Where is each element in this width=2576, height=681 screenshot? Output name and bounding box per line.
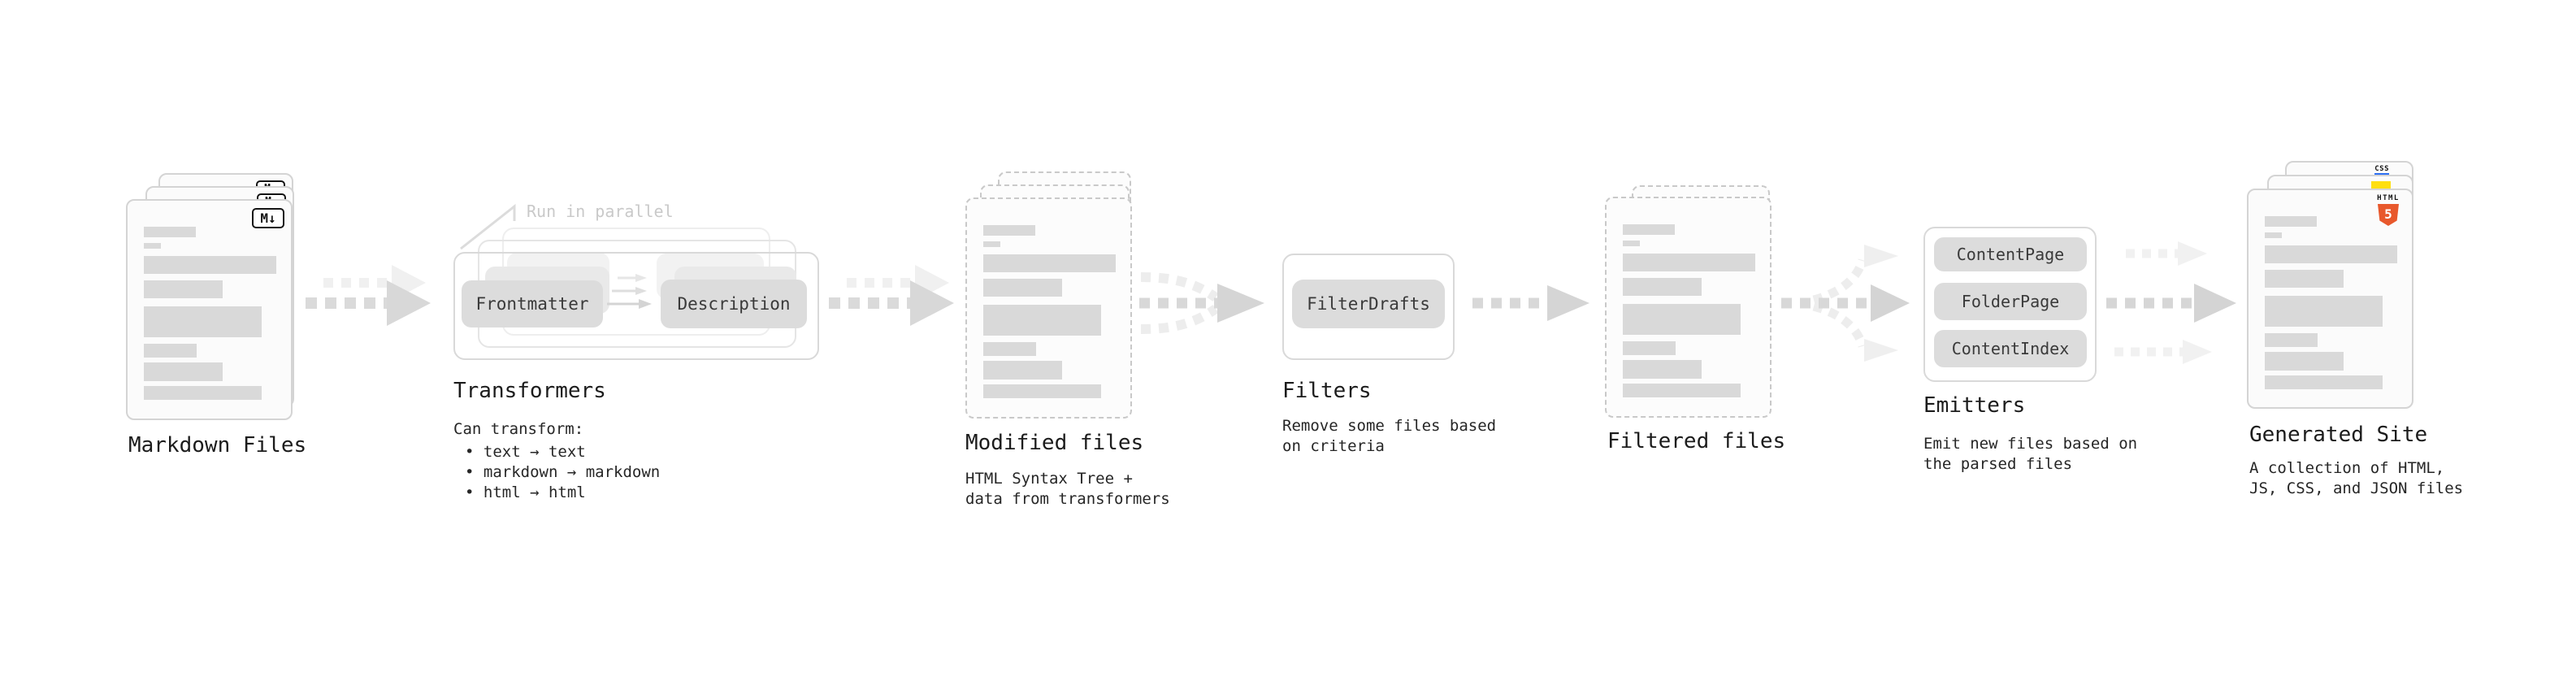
emitter-node-contentindex: ContentIndex [1934,330,2087,367]
modified-files-label: Modified files [965,431,1144,455]
transformer-node-description: Description [661,280,807,328]
filtered-files-label: Filtered files [1607,429,1786,453]
emitters-desc-line: the parsed files [1923,455,2073,473]
text-placeholder-bar [144,227,196,237]
text-placeholder-bar [983,384,1101,398]
text-placeholder-bar [2265,352,2344,371]
text-placeholder-bar [1623,341,1676,355]
text-placeholder-bar [144,386,262,400]
generated-site-desc-line: JS, CSS, and JSON files [2249,479,2464,497]
flow-arrow-fanout-filtered-to-emitters [1781,245,1910,362]
transformers-desc-line: • markdown → markdown [465,463,661,481]
generated-site-label: Generated Site [2249,423,2428,447]
generated-site-desc-line: A collection of HTML, [2249,459,2445,477]
html5-word: HTML [2377,194,2400,202]
flow-arrow-transformers-to-modified [829,265,954,326]
filters-frame [1282,254,1455,360]
text-placeholder-bar [1623,304,1741,335]
flow-arrow-fanin-modified-to-filters [1139,272,1264,334]
text-placeholder-bar [2265,375,2383,389]
markdown-file-card-front: M↓ [126,199,293,420]
modified-files-desc-line: data from transformers [965,490,1170,508]
emitters-frame [1923,227,2097,382]
site-file-card-front: HTML 5 [2247,189,2413,409]
text-placeholder-bar [144,256,276,274]
text-placeholder-bar [2265,270,2344,288]
text-placeholder-bar [144,344,197,358]
text-placeholder-bar [1623,254,1755,271]
text-placeholder-bar [983,279,1062,297]
text-placeholder-bar [144,243,161,249]
filters-desc-line: Remove some files based [1282,417,1497,435]
text-placeholder-bar [1623,224,1675,235]
text-placeholder-bar [144,306,262,337]
text-placeholder-bar [2265,216,2317,227]
markdown-files-label: Markdown Files [128,433,307,458]
text-placeholder-bar [983,254,1116,272]
callout-line [460,203,516,250]
flow-arrows-emitters-to-site [2106,241,2236,364]
emitters-label: Emitters [1923,393,2026,418]
emitters-desc-line: Emit new files based on [1923,435,2138,453]
text-placeholder-bar [1623,241,1640,246]
text-placeholder-bar [1623,384,1741,397]
markdown-icon: M↓ [252,208,284,228]
emitter-node-folderpage: FolderPage [1934,283,2087,320]
run-in-parallel-label: Run in parallel [527,202,674,221]
text-placeholder-bar [2265,333,2318,347]
text-placeholder-bar [2265,296,2383,327]
text-placeholder-bar [983,305,1101,336]
text-placeholder-bar [983,361,1062,380]
filtered-file-card-front [1605,197,1772,418]
css-icon: CSS [2374,165,2389,176]
html5-icon: HTML 5 [2374,194,2402,226]
transformers-desc-line: • html → html [465,484,586,501]
html5-shield: 5 [2378,204,2399,226]
text-placeholder-bar [1623,278,1702,296]
transformers-label: Transformers [453,379,606,403]
text-placeholder-bar [144,280,223,298]
flow-arrow-markdown-to-transformers [306,265,431,326]
text-placeholder-bar [983,225,1035,236]
transformers-desc-line: • text → text [465,443,586,461]
emitter-node-contentpage: ContentPage [1934,237,2087,271]
modified-files-desc-line: HTML Syntax Tree + [965,470,1133,488]
text-placeholder-bar [2265,245,2397,263]
parallel-mini-arrows [607,274,652,309]
filter-node-filterdrafts: FilterDrafts [1292,280,1445,328]
modified-file-card-front [965,197,1132,419]
filters-desc-line: on criteria [1282,437,1385,455]
text-placeholder-bar [983,342,1036,356]
flow-arrow-filters-to-filtered [1472,285,1589,321]
text-placeholder-bar [1623,360,1702,379]
text-placeholder-bar [983,241,1000,247]
transformers-desc-line: Can transform: [453,420,584,438]
filters-label: Filters [1282,379,1372,403]
text-placeholder-bar [144,362,223,381]
transformer-node-frontmatter: Frontmatter [462,280,603,327]
transformers-frame-front [453,252,819,360]
text-placeholder-bar [2265,232,2282,238]
